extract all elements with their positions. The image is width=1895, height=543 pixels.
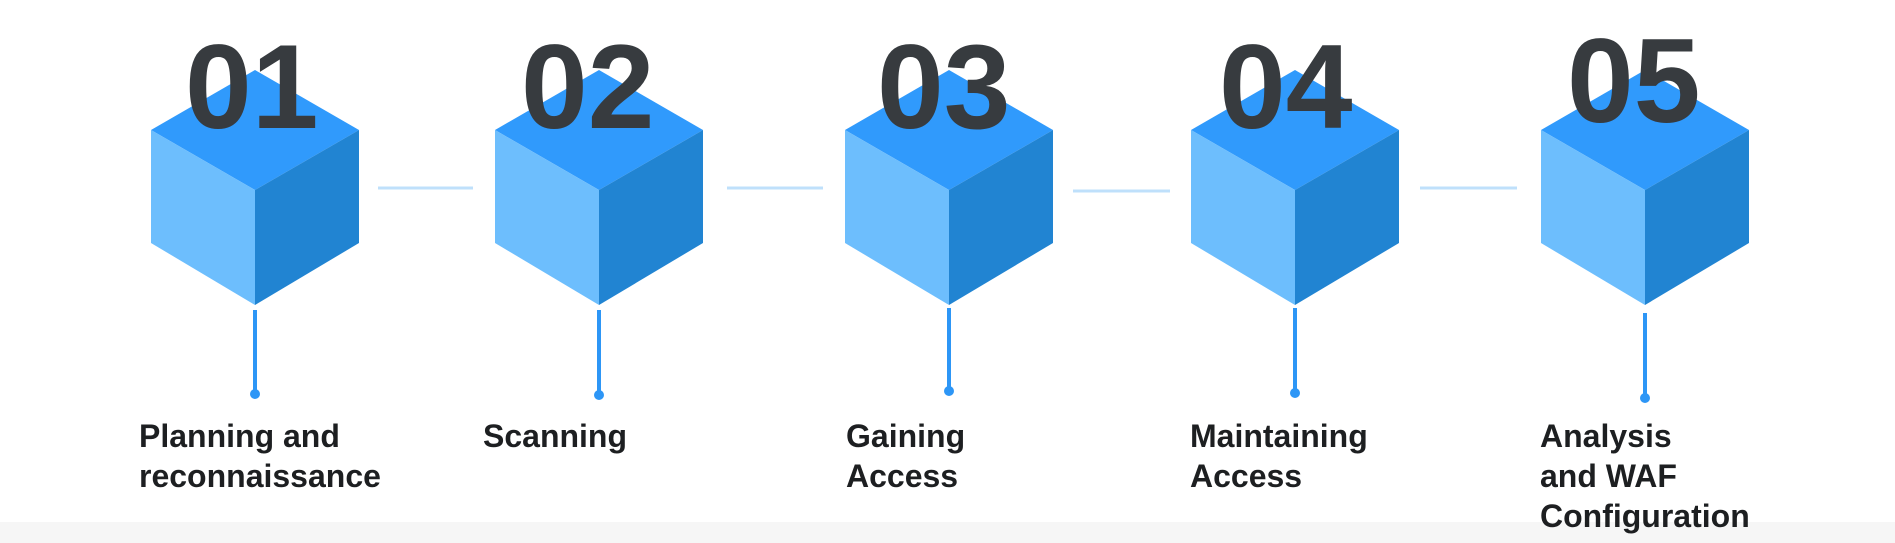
step-3-label: Gaining Access	[846, 418, 966, 494]
step-5-label: Analysis and WAF Configuration	[1540, 418, 1750, 534]
cube-left-face	[151, 130, 255, 305]
cube-right-face	[255, 130, 359, 305]
step-4-label: Maintaining Access	[1190, 418, 1368, 494]
cube-left-face	[1191, 130, 1295, 305]
stem-dot	[250, 389, 260, 399]
step-number: 04	[1219, 20, 1353, 154]
bottom-band	[0, 522, 1895, 543]
cube-left-face	[1541, 130, 1645, 305]
stem-dot	[594, 390, 604, 400]
cube-right-face	[1295, 130, 1399, 305]
cube-right-face	[949, 130, 1053, 305]
stem-dot	[1640, 393, 1650, 403]
cube-left-face	[495, 130, 599, 305]
step-number: 05	[1567, 14, 1700, 148]
step-5: 05	[1541, 14, 1749, 403]
step-number: 03	[877, 20, 1010, 154]
step-number: 01	[185, 20, 318, 154]
step-4: 04	[1191, 20, 1399, 398]
step-3: 03	[845, 20, 1053, 396]
step-2-label: Scanning	[483, 418, 628, 454]
cube-left-face	[845, 130, 949, 305]
stem-dot	[944, 386, 954, 396]
stem-dot	[1290, 388, 1300, 398]
step-1-label: Planning and reconnaissance	[139, 418, 381, 494]
cube-right-face	[1645, 130, 1749, 305]
step-number: 02	[521, 20, 654, 154]
step-2: 02	[495, 20, 703, 400]
step-1: 01	[151, 20, 359, 399]
cube-right-face	[599, 130, 703, 305]
